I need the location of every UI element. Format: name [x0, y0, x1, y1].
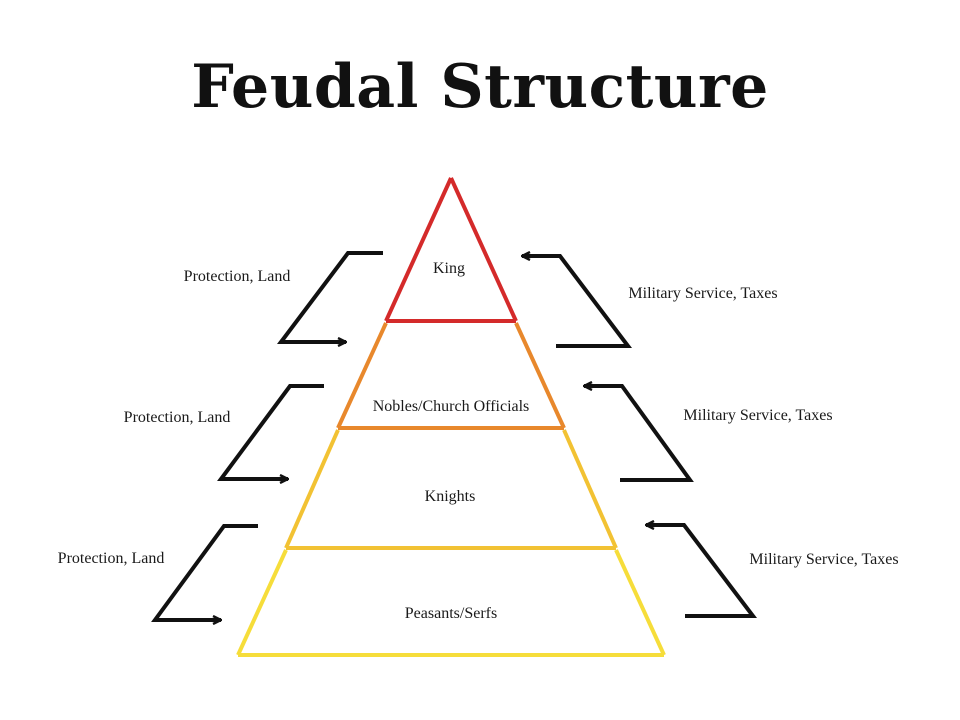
- left-label-2: Protection, Land: [124, 409, 231, 426]
- left-label-3: Protection, Land: [58, 550, 165, 567]
- right-label-3: Military Service, Taxes: [749, 551, 898, 568]
- protection-arrow-3: [151, 524, 258, 620]
- right-label-2: Military Service, Taxes: [683, 407, 832, 424]
- nobles-right-edge: [514, 322, 566, 429]
- protection-arrow-1: [276, 251, 383, 342]
- peasants-right-edge: [614, 549, 666, 656]
- right-arrows: [522, 256, 758, 618]
- service-arrow-1: [522, 256, 633, 348]
- tier-label-king: King: [433, 260, 465, 277]
- tier-label-knights: Knights: [425, 488, 476, 505]
- left-arrows: [151, 251, 383, 620]
- nobles-left-edge: [336, 322, 388, 429]
- service-arrow-2: [584, 386, 694, 482]
- protection-arrow-2: [217, 384, 324, 479]
- right-label-1: Military Service, Taxes: [628, 285, 777, 302]
- knights-left-edge: [284, 429, 340, 549]
- page-title: Feudal Structure: [191, 52, 769, 122]
- left-label-1: Protection, Land: [184, 268, 291, 285]
- pyramid: [236, 177, 666, 657]
- king-right-edge: [449, 177, 518, 322]
- peasants-left-edge: [236, 549, 288, 656]
- king-left-edge: [384, 177, 453, 322]
- knights-right-edge: [562, 429, 618, 549]
- tier-label-peasants: Peasants/Serfs: [405, 605, 497, 622]
- service-arrow-3: [646, 525, 758, 618]
- tier-label-nobles: Nobles/Church Officials: [373, 398, 530, 415]
